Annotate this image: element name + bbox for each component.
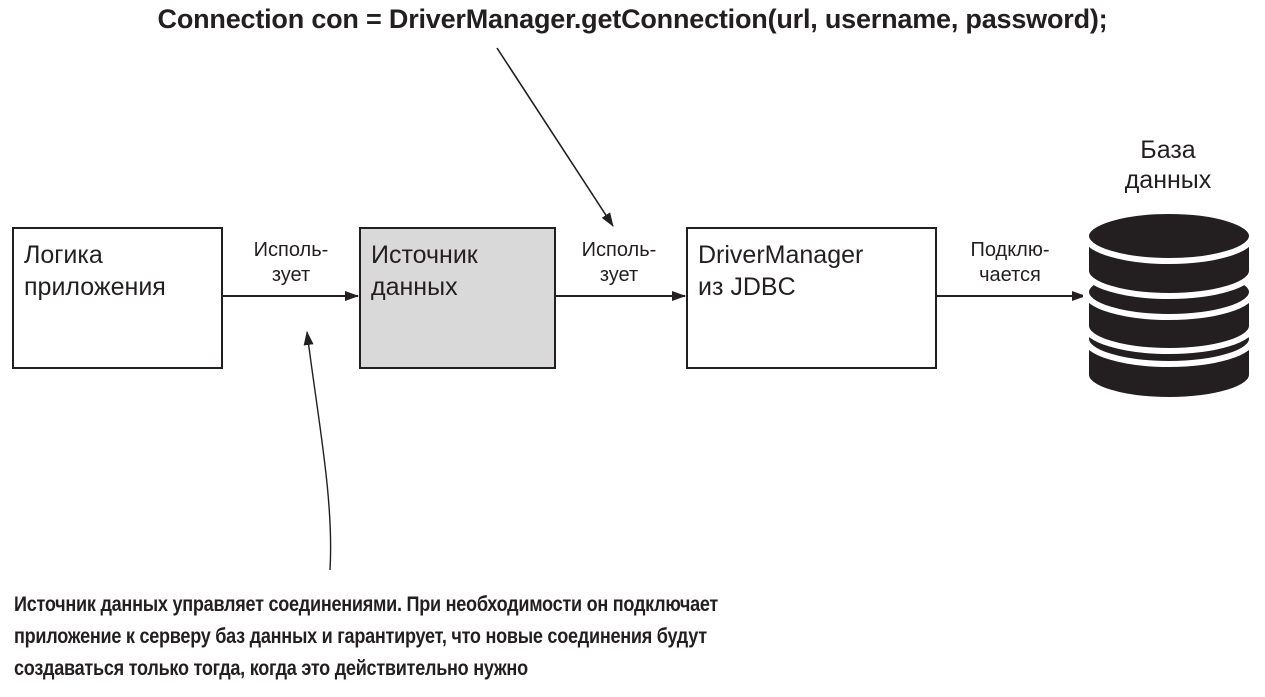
edge-label-connects-line1: Подклю-: [970, 239, 1050, 261]
data-source-note: Источник данных управляет соединениями. …: [14, 589, 874, 685]
data-source-label: Источник данных: [371, 239, 478, 303]
arrow-note-to-datasource: [303, 331, 332, 571]
edge-label-uses-1-line2: зует: [271, 264, 311, 286]
edge-label-uses-1-line1: Исполь-: [253, 239, 329, 261]
app-logic-label-line2: приложения: [24, 273, 166, 301]
driver-manager-label-line2: из JDBC: [698, 273, 796, 301]
arrow-code-to-drivermanager: [496, 47, 614, 227]
edge-label-connects: Подклю- чается: [942, 238, 1078, 288]
driver-manager-box: DriverManager из JDBC: [686, 227, 937, 369]
data-source-label-line1: Источник: [371, 241, 478, 269]
database-icon: [1083, 208, 1255, 403]
edge-label-uses-2-line2: зует: [599, 264, 639, 286]
code-title: Connection con = DriverManager.getConnec…: [157, 4, 1108, 34]
app-logic-label: Логика приложения: [24, 239, 166, 303]
database-label-line1: База: [1140, 136, 1196, 164]
note-line3: создаваться только тогда, когда это дейс…: [14, 657, 528, 680]
data-source-box: Источник данных: [359, 227, 556, 369]
edge-label-uses-1: Исполь- зует: [232, 238, 350, 288]
app-logic-box: Логика приложения: [12, 227, 223, 369]
database-label-line2: данных: [1124, 166, 1212, 194]
note-line2: приложение к серверу баз данных и гарант…: [14, 625, 707, 648]
database-label: База данных: [1080, 135, 1256, 195]
driver-manager-label-line1: DriverManager: [698, 241, 864, 269]
edge-label-uses-2-line1: Исполь-: [581, 239, 657, 261]
edge-label-uses-2: Исполь- зует: [560, 238, 678, 288]
data-source-label-line2: данных: [371, 273, 458, 301]
driver-manager-label: DriverManager из JDBC: [698, 239, 863, 303]
edge-label-connects-line2: чается: [979, 264, 1041, 286]
app-logic-label-line1: Логика: [24, 241, 103, 269]
note-line1: Источник данных управляет соединениями. …: [14, 593, 718, 616]
